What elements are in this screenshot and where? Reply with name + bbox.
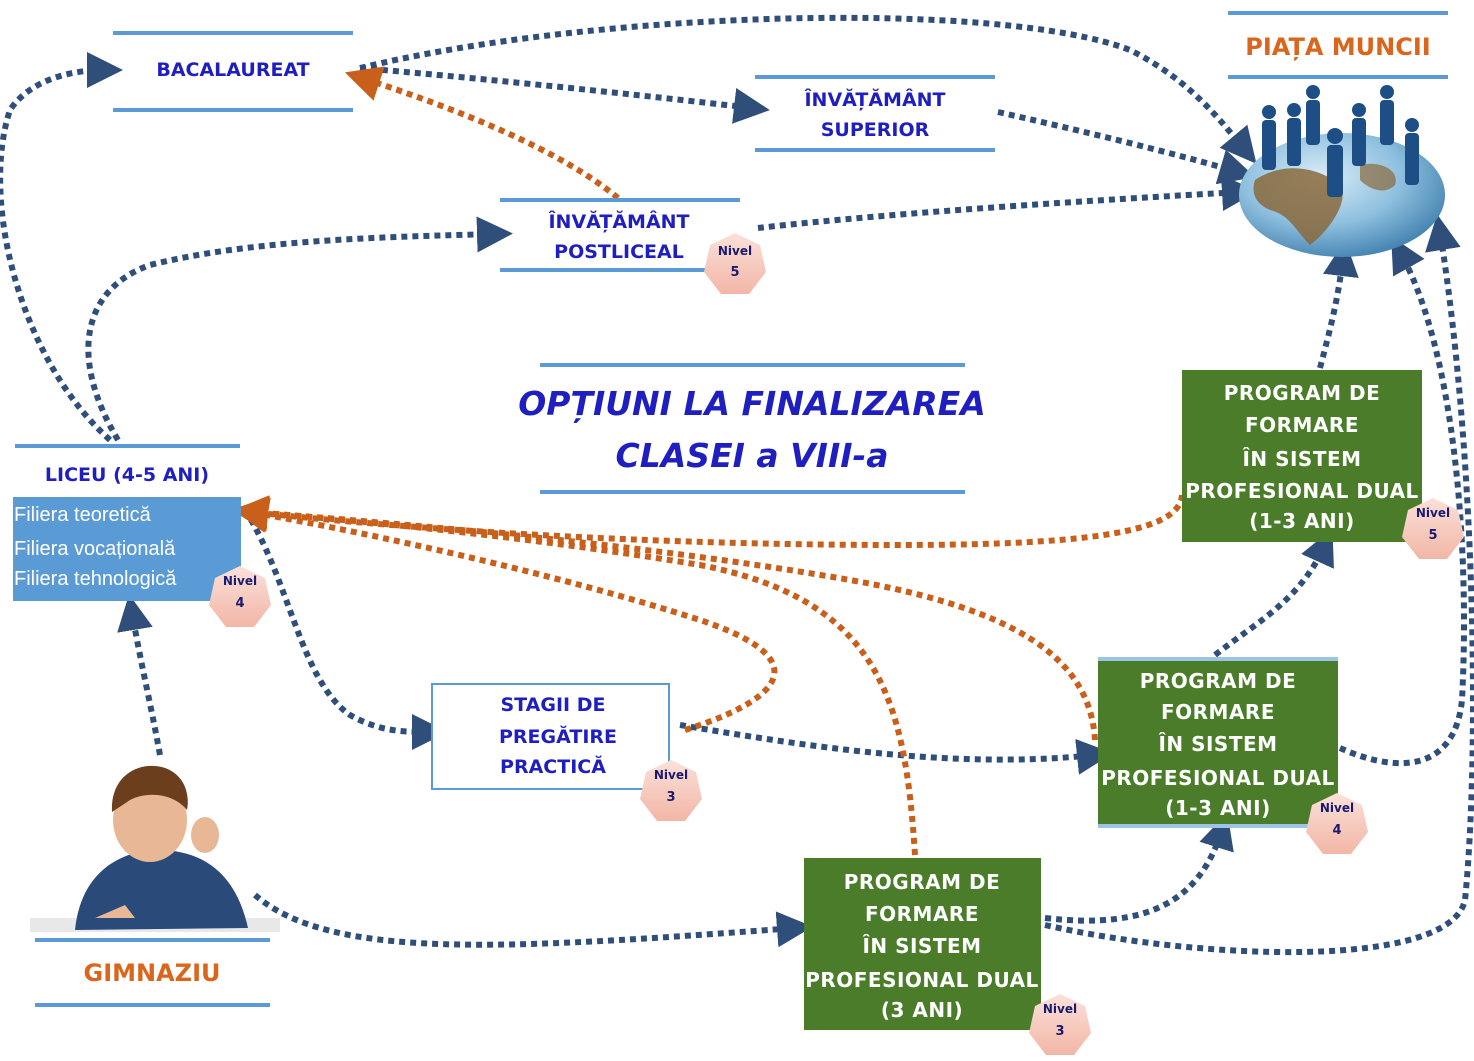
program5-line2: FORMARE — [1245, 413, 1359, 437]
nivel-badge-program3: Nivel 3 — [1029, 994, 1091, 1055]
title-line1: OPȚIUNI LA FINALIZAREA — [518, 384, 986, 423]
node-invatamant-superior: ÎNVĂȚĂMÂNT SUPERIOR — [755, 75, 995, 152]
arrow-liceu-bacalaureat — [0, 52, 123, 443]
filiera-vocationala: Filiera vocațională — [14, 538, 176, 560]
liceu-filiere-box — [13, 497, 241, 601]
bacalaureat-label: BACALAUREAT — [156, 59, 309, 81]
program3-line5: (3 ANI) — [881, 998, 963, 1022]
superior-line1: ÎNVĂȚĂMÂNT — [804, 87, 945, 111]
program3-line2: FORMARE — [865, 902, 979, 926]
arrow-program5-piata — [1317, 240, 1359, 369]
node-piata-muncii: PIAȚA MUNCII — [1228, 11, 1448, 257]
program4-line5: (1-3 ANI) — [1165, 796, 1271, 820]
nivel-number: 5 — [730, 265, 739, 280]
postliceal-line2: POSTLICEAL — [554, 241, 684, 263]
nivel-number: 4 — [1332, 823, 1341, 838]
program3-line1: PROGRAM DE — [844, 870, 1000, 894]
arrow-postliceal-bacalaureat — [344, 66, 620, 201]
nivel-number: 5 — [1428, 528, 1437, 543]
nivel-badge-program5: Nivel 5 — [1402, 498, 1464, 559]
arrow-postliceal-piata — [757, 175, 1258, 231]
arrow-program4-liceu — [232, 495, 1098, 741]
program3-line3: ÎN SISTEM — [862, 934, 981, 958]
nivel-number: 3 — [666, 790, 675, 805]
arrow-program3-liceu — [232, 495, 918, 856]
filiera-tehnologica: Filiera tehnologică — [14, 568, 177, 590]
nivel-label: Nivel — [1320, 801, 1354, 815]
node-stagii: STAGII DE PREGĂTIRE PRACTICĂ — [431, 683, 670, 790]
title-line2: CLASEI a VIII-a — [616, 436, 889, 475]
gimnaziu-label: GIMNAZIU — [84, 959, 221, 987]
arrow-superior-piata — [997, 109, 1256, 185]
program4-line4: PROFESIONAL DUAL — [1101, 766, 1335, 790]
program4-line1: PROGRAM DE — [1140, 669, 1296, 693]
arrow-bacalaureat-piata — [359, 14, 1257, 164]
arrow-program3-piata — [1044, 214, 1474, 956]
stagii-line1: STAGII DE — [501, 694, 606, 716]
nivel-number: 3 — [1055, 1024, 1064, 1039]
arrow-bacalaureat-superior — [359, 65, 770, 124]
diagram-title: OPȚIUNI LA FINALIZAREA CLASEI a VIII-a — [518, 363, 986, 494]
arrow-program3-program4 — [1044, 812, 1234, 924]
nivel-label: Nivel — [654, 768, 688, 782]
node-gimnaziu: GIMNAZIU — [30, 765, 280, 1007]
program5-line3: ÎN SISTEM — [1242, 447, 1361, 471]
node-program-nivel-5: PROGRAM DE FORMARE ÎN SISTEM PROFESIONAL… — [1182, 370, 1422, 542]
node-program-nivel-4: PROGRAM DE FORMARE ÎN SISTEM PROFESIONAL… — [1098, 657, 1338, 828]
superior-line2: SUPERIOR — [821, 119, 930, 141]
node-program-nivel-3: PROGRAM DE FORMARE ÎN SISTEM PROFESIONAL… — [804, 858, 1041, 1030]
nivel-number: 4 — [235, 596, 244, 611]
postliceal-line1: ÎNVĂȚĂMÂNT — [548, 209, 689, 233]
liceu-title: LICEU (4-5 ANI) — [45, 464, 209, 486]
thinking-student-icon — [30, 765, 280, 932]
globe-businesspeople-icon — [1239, 85, 1445, 257]
program4-line3: ÎN SISTEM — [1158, 732, 1277, 756]
program3-line4: PROFESIONAL DUAL — [805, 968, 1039, 992]
piata-muncii-label: PIAȚA MUNCII — [1245, 33, 1430, 61]
blue-arrows — [0, 14, 1474, 956]
arrow-gimnaziu-liceu — [117, 594, 163, 756]
program5-line1: PROGRAM DE — [1224, 381, 1380, 405]
nivel-badge-liceu: Nivel 4 — [209, 566, 271, 627]
stagii-line2: PREGĂTIRE — [499, 724, 617, 748]
node-bacalaureat: BACALAUREAT — [113, 31, 353, 112]
arrow-program4-piata — [1338, 236, 1467, 767]
program5-line4: PROFESIONAL DUAL — [1185, 479, 1419, 503]
nivel-label: Nivel — [1416, 506, 1450, 520]
arrow-liceu-stagii — [242, 508, 448, 750]
node-invatamant-postliceal: ÎNVĂȚĂMÂNT POSTLICEAL — [500, 198, 740, 272]
program5-line5: (1-3 ANI) — [1249, 509, 1355, 533]
arrow-gimnaziu-program3 — [253, 892, 813, 948]
filiera-teoretica: Filiera teoretică — [14, 504, 152, 526]
nivel-badge-postliceal: Nivel 5 — [704, 233, 766, 294]
stagii-line3: PRACTICĂ — [500, 754, 606, 778]
nivel-badge-program4: Nivel 4 — [1306, 793, 1368, 854]
arrow-liceu-postliceal — [85, 216, 513, 442]
nivel-label: Nivel — [718, 244, 752, 258]
arrow-stagii-program4 — [679, 722, 1113, 775]
nivel-label: Nivel — [1043, 1002, 1077, 1016]
arrow-program4-program5 — [1213, 528, 1334, 658]
arrow-program5-liceu — [232, 494, 1185, 549]
nivel-badge-stagii: Nivel 3 — [640, 760, 702, 821]
node-liceu: LICEU (4-5 ANI) Filiera teoretică Filier… — [13, 444, 241, 601]
nivel-label: Nivel — [223, 574, 257, 588]
program4-line2: FORMARE — [1161, 700, 1275, 724]
orange-arrows — [232, 66, 1185, 856]
